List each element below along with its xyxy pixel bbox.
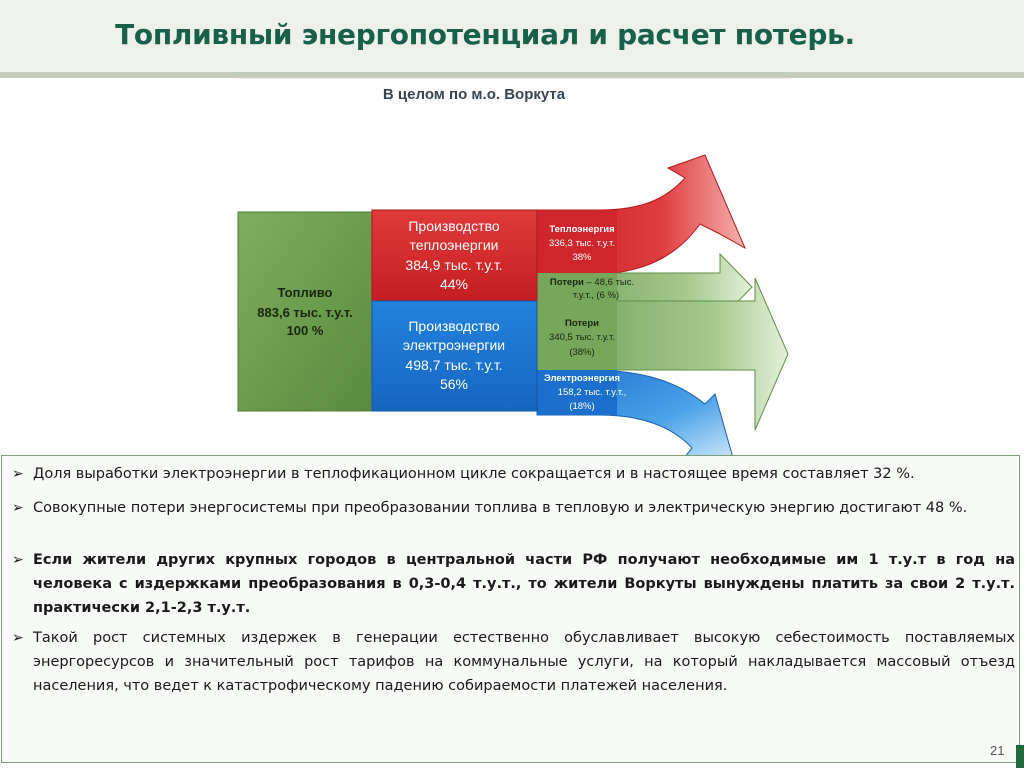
electric-energy-block	[537, 370, 617, 415]
header-bar	[0, 0, 1024, 72]
bullet-text: Такой рост системных издержек в генераци…	[33, 630, 1015, 694]
fuel-label: Топливо	[278, 285, 333, 300]
electric-losses-value: 340,5 тыс. т.у.т.	[549, 332, 615, 343]
electric-losses-block	[537, 301, 617, 370]
electric-production-label-1: Производство	[408, 318, 499, 334]
heat-production-block	[371, 209, 538, 302]
heat-losses-label-bold: Потери	[550, 277, 584, 288]
diagram-subtitle: В целом по м.о. Воркута	[383, 86, 566, 103]
fuel-value: 883,6 тыс. т.у.т.	[257, 305, 352, 320]
electric-energy-value: 158,2 тыс. т.у.т.,	[558, 387, 627, 398]
electric-production-block	[371, 300, 538, 412]
bullet-text: Доля выработки электроэнергии в теплофик…	[33, 466, 915, 482]
bullet-item: ➢ Совокупные потери энергосистемы при пр…	[12, 496, 1015, 520]
fuel-block	[237, 211, 373, 412]
heat-production-value: 384,9 тыс. т.у.т.	[405, 257, 502, 273]
electric-production-percent: 56%	[440, 376, 468, 392]
electric-energy-percent: (18%)	[569, 401, 594, 412]
fuel-percent: 100 %	[287, 323, 324, 338]
bullet-text: Если жители других крупных городов в цен…	[33, 552, 1015, 616]
heat-losses-label: Потери – 48,6 тыс.	[550, 277, 634, 288]
page-title: Топливный энергопотенциал и расчет потер…	[115, 18, 855, 51]
electric-losses-label: Потери	[565, 318, 599, 329]
electric-production-value: 498,7 тыс. т.у.т.	[405, 357, 502, 373]
bullet-item: ➢ Если жители других крупных городов в ц…	[12, 548, 1015, 620]
energy-flow-diagram: В целом по м.о. Воркута Топливо 883,6 ты…	[237, 77, 790, 460]
bullet-text: Совокупные потери энергосистемы при прео…	[33, 500, 968, 516]
heat-production-label-2: теплоэнергии	[410, 237, 499, 253]
flow-svg: В целом по м.о. Воркута Топливо 883,6 ты…	[237, 77, 790, 460]
arrow-bullet-icon: ➢	[12, 466, 24, 482]
bullet-item: ➢ Доля выработки электроэнергии в теплоф…	[12, 462, 1015, 486]
heat-energy-block	[537, 210, 617, 274]
bullet-list: ➢ Доля выработки электроэнергии в теплоф…	[1, 455, 1020, 763]
heat-losses-value: т.у.т., (6 %)	[573, 290, 619, 301]
heat-losses-block	[537, 273, 617, 301]
electric-losses-percent: (38%)	[569, 347, 594, 358]
page-number: 21	[990, 743, 1005, 758]
electric-energy-label: Электроэнергия	[544, 373, 620, 384]
heat-production-label-1: Производство	[408, 218, 499, 234]
heat-energy-label: Теплоэнергия	[549, 224, 614, 235]
electric-production-label-2: электроэнергии	[403, 337, 505, 353]
corner-accent	[1016, 745, 1024, 768]
heat-energy-value: 336,3 тыс. т.у.т.	[549, 238, 615, 249]
arrow-bullet-icon: ➢	[12, 552, 24, 568]
arrow-bullet-icon: ➢	[12, 500, 24, 516]
arrow-bullet-icon: ➢	[12, 630, 24, 646]
bullet-item: ➢ Такой рост системных издержек в генера…	[12, 626, 1015, 698]
heat-energy-percent: 38%	[572, 252, 592, 263]
header-divider	[0, 72, 1024, 78]
heat-losses-label-rest: – 48,6 тыс.	[584, 277, 634, 288]
heat-production-percent: 44%	[440, 276, 468, 292]
